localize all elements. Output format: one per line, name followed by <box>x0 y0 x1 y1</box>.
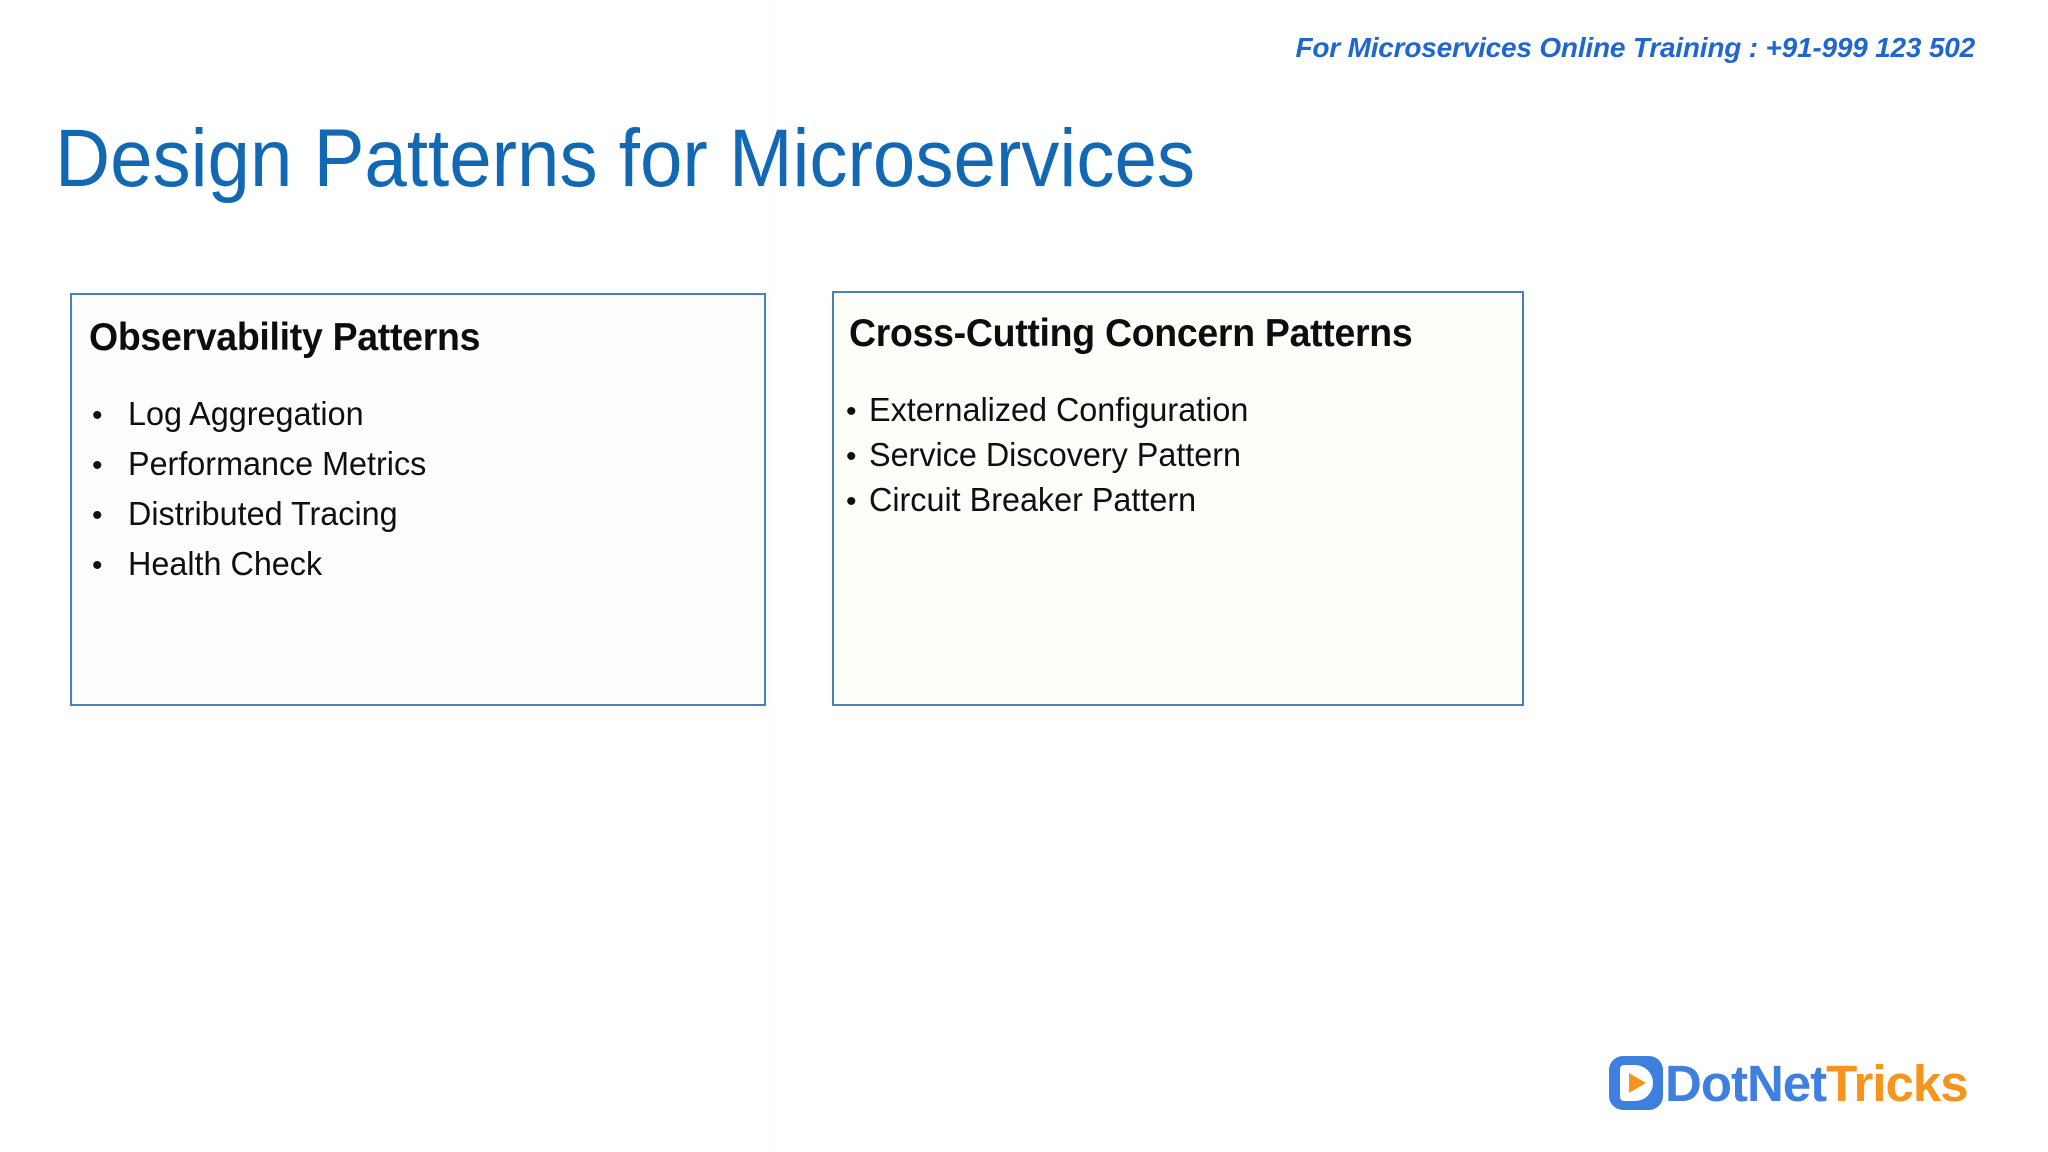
list-item-label: Log Aggregation <box>128 395 364 432</box>
bullet-icon: • <box>92 399 103 432</box>
observability-patterns-list: • Log Aggregation • Performance Metrics … <box>92 395 432 595</box>
list-item: • Log Aggregation <box>92 395 432 433</box>
list-item: • Distributed Tracing <box>92 495 432 533</box>
panel-heading: Cross-Cutting Concern Patterns <box>849 312 1413 355</box>
play-button-in-d-icon <box>1609 1056 1663 1110</box>
cross-cutting-concern-patterns-list: • Externalized Configuration • Service D… <box>846 391 1256 526</box>
list-item-label: Distributed Tracing <box>128 495 398 532</box>
bullet-icon: • <box>92 499 103 532</box>
page-title: Design Patterns for Microservices <box>55 112 1196 204</box>
list-item-label: Performance Metrics <box>128 445 427 482</box>
brand-word-secondary: Tricks <box>1826 1054 1968 1112</box>
bullet-icon: • <box>846 440 857 473</box>
list-item: • Health Check <box>92 545 432 583</box>
bullet-icon: • <box>846 485 857 518</box>
brand-logo: DotNetTricks <box>1609 1054 1969 1112</box>
list-item-label: Service Discovery Pattern <box>869 436 1242 473</box>
list-item: • Performance Metrics <box>92 445 432 483</box>
panel-heading: Observability Patterns <box>89 316 481 359</box>
bullet-icon: • <box>846 395 857 428</box>
brand-wordmark: DotNetTricks <box>1665 1054 1969 1112</box>
panel-cross-cutting-concern-patterns: Cross-Cutting Concern Patterns • Externa… <box>832 291 1524 706</box>
panel-observability-patterns: Observability Patterns • Log Aggregation… <box>70 293 766 706</box>
list-item: • Circuit Breaker Pattern <box>846 481 1256 519</box>
training-contact-note: For Microservices Online Training : +91-… <box>1295 32 1976 63</box>
list-item-label: Circuit Breaker Pattern <box>869 481 1197 518</box>
list-item-label: Health Check <box>128 545 323 582</box>
bullet-icon: • <box>92 549 103 582</box>
brand-word-primary: DotNet <box>1665 1054 1827 1112</box>
list-item: • Service Discovery Pattern <box>846 436 1256 474</box>
list-item-label: Externalized Configuration <box>869 391 1249 428</box>
slide-region-edge <box>770 0 771 1152</box>
bullet-icon: • <box>92 449 103 482</box>
list-item: • Externalized Configuration <box>846 391 1256 429</box>
